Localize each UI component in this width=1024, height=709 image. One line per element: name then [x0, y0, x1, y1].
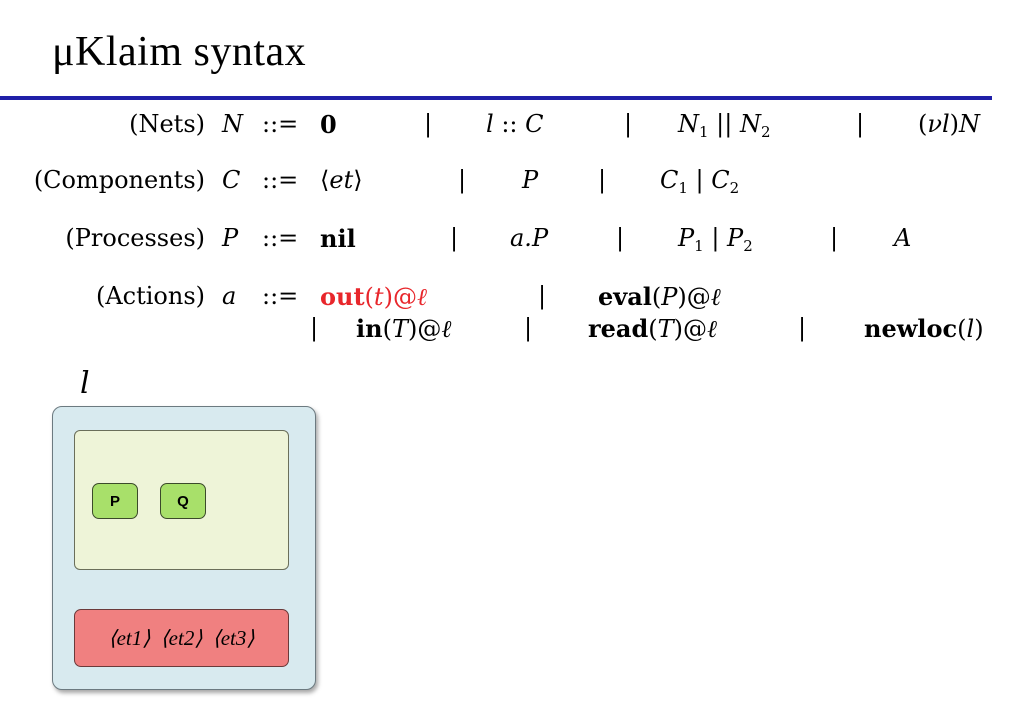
- alternative: C1 | C2: [660, 166, 740, 197]
- alternative: read(T)@ℓ: [588, 314, 718, 343]
- tuple-et3: ⟨et3⟩: [212, 625, 255, 650]
- separator: |: [830, 224, 839, 252]
- separator: |: [524, 314, 533, 342]
- tuple-et2: ⟨et2⟩: [160, 625, 203, 650]
- category-label: (Nets): [129, 110, 205, 138]
- grammar-row-components: (Components) C ::= ⟨et⟩ | P | C1 | C2: [0, 166, 1024, 206]
- alternative: 0: [320, 110, 337, 139]
- category-label: (Actions): [95, 282, 205, 310]
- separator: |: [856, 110, 865, 138]
- nonterminal: C: [222, 166, 241, 194]
- locality-box: P Q ⟨et1⟩ ⟨et2⟩ ⟨et3⟩: [52, 406, 316, 690]
- process-q: Q: [160, 483, 206, 519]
- slide-title: μKlaim syntax: [52, 29, 307, 75]
- separator: |: [424, 110, 433, 138]
- alternative: N1 || N2: [678, 110, 771, 141]
- category-label: (Processes): [65, 224, 205, 252]
- separator: |: [310, 314, 319, 342]
- alternative: A: [894, 224, 912, 252]
- alternative: a.P: [510, 224, 549, 252]
- alternative: in(T)@ℓ: [356, 314, 452, 343]
- definition-symbol: ::=: [262, 224, 299, 252]
- separator: |: [598, 166, 607, 194]
- definition-symbol: ::=: [262, 110, 299, 138]
- grammar-row-actions: (Actions) a ::= out(t)@ℓ | eval(P)@ℓ: [0, 282, 1024, 322]
- process-p: P: [92, 483, 138, 519]
- locality-label: l: [80, 366, 90, 401]
- tuple-space: ⟨et1⟩ ⟨et2⟩ ⟨et3⟩: [74, 609, 289, 667]
- separator: |: [624, 110, 633, 138]
- nonterminal: N: [222, 110, 243, 138]
- alternative: P: [522, 166, 539, 194]
- separator: |: [450, 224, 459, 252]
- grammar-row-nets: (Nets) N ::= 0 | l :: C | N1 || N2 | (νl…: [0, 110, 1024, 150]
- alternative: nil: [320, 224, 356, 253]
- definition-symbol: ::=: [262, 282, 299, 310]
- nonterminal: P: [222, 224, 239, 252]
- grammar-row-processes: (Processes) P ::= nil | a.P | P1 | P2 | …: [0, 224, 1024, 264]
- definition-symbol: ::=: [262, 166, 299, 194]
- alternative: eval(P)@ℓ: [598, 282, 721, 311]
- nonterminal: a: [222, 282, 237, 310]
- alternative: (νl)N: [918, 110, 981, 138]
- alternative: newloc(l): [864, 314, 984, 343]
- grammar-row-actions-continued: | in(T)@ℓ | read(T)@ℓ | newloc(l): [0, 314, 1024, 354]
- alternative: l :: C: [486, 110, 544, 138]
- separator: |: [458, 166, 467, 194]
- alternative: P1 | P2: [678, 224, 753, 255]
- separator: |: [538, 282, 547, 310]
- separator: |: [616, 224, 625, 252]
- separator: |: [798, 314, 807, 342]
- alternative-out-action: out(t)@ℓ: [320, 282, 427, 311]
- category-label: (Components): [33, 166, 205, 194]
- tuple-et1: ⟨et1⟩: [108, 625, 151, 650]
- title-rule: [0, 96, 992, 100]
- process-area: P Q: [74, 430, 289, 570]
- alternative: ⟨et⟩: [320, 166, 363, 194]
